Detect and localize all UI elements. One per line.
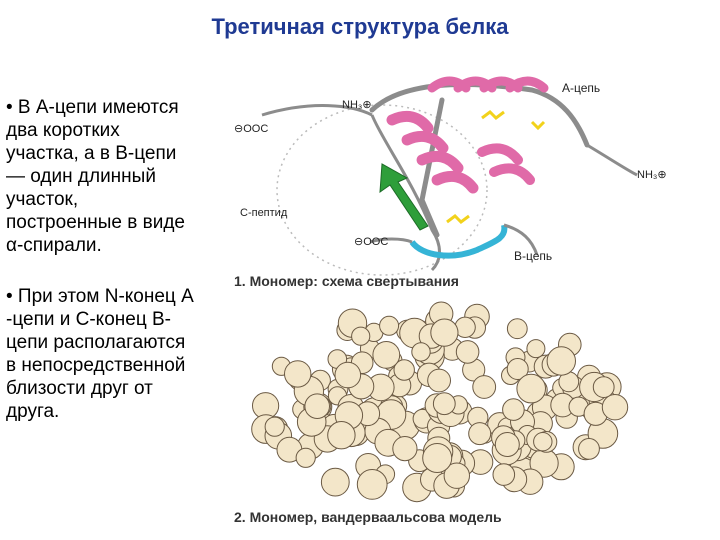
atom-sphere bbox=[456, 341, 479, 364]
label-c-peptide: С-пептид bbox=[240, 207, 288, 219]
bullet-line: друга. bbox=[6, 400, 232, 423]
label-a-chain: А-цепь bbox=[562, 81, 600, 95]
b-chain-helix bbox=[392, 116, 530, 188]
folding-scheme: NH₃⊕ ⊖OOC А-цепь NH₃⊕ С-пептид ⊖OOC B-це… bbox=[234, 81, 667, 289]
bullet-line: в непосредственной bbox=[6, 354, 232, 377]
atom-sphere bbox=[534, 433, 552, 451]
vdw-model bbox=[252, 302, 628, 502]
label-ooc-bottom: ⊖OOC bbox=[354, 236, 388, 248]
atom-sphere bbox=[296, 448, 315, 467]
disulfide-bridge bbox=[532, 122, 544, 128]
label-nh3-right: NH₃⊕ bbox=[637, 169, 667, 181]
bullet-line: • В А-цепи имеются bbox=[6, 96, 232, 119]
bullet-line: цепи располагаются bbox=[6, 331, 232, 354]
bullet-line: — один длинный bbox=[6, 165, 232, 188]
bullet-line: α-спирали. bbox=[6, 234, 232, 257]
disulfide-bridge bbox=[482, 112, 504, 118]
atom-sphere bbox=[507, 319, 527, 339]
caption-folding-scheme: 1. Мономер: схема свертывания bbox=[234, 273, 459, 289]
bullet-line: построенные в виде bbox=[6, 211, 232, 234]
slide-title: Третичная структура белка bbox=[0, 14, 720, 40]
atom-sphere bbox=[495, 433, 519, 457]
atom-sphere bbox=[469, 423, 491, 445]
atom-sphere bbox=[428, 369, 451, 392]
atom-sphere bbox=[547, 347, 575, 375]
bullet-line: два коротких bbox=[6, 119, 232, 142]
atom-sphere bbox=[357, 470, 387, 500]
atom-sphere bbox=[423, 444, 452, 473]
atom-sphere bbox=[412, 343, 430, 361]
label-b-chain: B-цепь bbox=[514, 249, 552, 263]
atom-sphere bbox=[393, 437, 417, 461]
atom-sphere bbox=[380, 316, 399, 335]
atom-sphere bbox=[602, 395, 627, 420]
label-nh3-left: NH₃⊕ bbox=[342, 99, 372, 111]
a-chain-backbone bbox=[372, 85, 587, 235]
atom-sphere bbox=[373, 342, 400, 369]
bullet-text-column: • В А-цепи имеются два коротких участка,… bbox=[6, 96, 232, 451]
caption-vdw-model: 2. Мономер, вандерваальсова модель bbox=[234, 509, 502, 525]
disulfide-bridge bbox=[447, 216, 469, 222]
atom-sphere bbox=[527, 340, 545, 358]
protein-figure: NH₃⊕ ⊖OOC А-цепь NH₃⊕ С-пептид ⊖OOC B-це… bbox=[232, 60, 720, 540]
atom-sphere bbox=[265, 417, 284, 436]
atom-sphere bbox=[433, 393, 455, 415]
a-chain-tail bbox=[587, 145, 637, 175]
label-ooc-top: ⊖OOC bbox=[234, 123, 268, 135]
bullet-line: -цепи и С-конец В- bbox=[6, 308, 232, 331]
atom-sphere bbox=[503, 399, 525, 421]
bullet-line: участок, bbox=[6, 188, 232, 211]
b-chain-segment bbox=[412, 225, 504, 256]
atom-sphere bbox=[579, 439, 600, 460]
atom-sphere bbox=[473, 376, 496, 399]
atom-sphere bbox=[431, 319, 458, 346]
atom-sphere bbox=[593, 377, 614, 398]
atom-sphere bbox=[328, 422, 355, 449]
atom-sphere bbox=[321, 468, 349, 496]
bullet-line: • При этом N-конец А bbox=[6, 285, 232, 308]
atom-sphere bbox=[352, 327, 370, 345]
bullet-line: участка, а в В-цепи bbox=[6, 142, 232, 165]
atom-sphere bbox=[517, 374, 546, 403]
atom-sphere bbox=[305, 394, 330, 419]
bullet-line: близости друг от bbox=[6, 377, 232, 400]
bullet-1: • В А-цепи имеются два коротких участка,… bbox=[6, 96, 232, 257]
atom-sphere bbox=[285, 361, 311, 387]
atom-sphere bbox=[493, 464, 515, 486]
bullet-2: • При этом N-конец А -цепи и С-конец В- … bbox=[6, 285, 232, 423]
atom-sphere bbox=[335, 362, 361, 388]
